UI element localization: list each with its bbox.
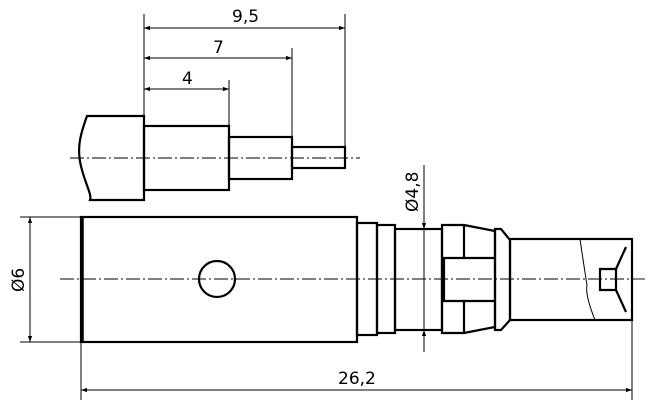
dim-label-diameter-6: Ø6 bbox=[9, 268, 29, 292]
connector: Ø4,8 Ø6 26,2 bbox=[9, 165, 645, 400]
stripped-cable: 9,5 7 4 bbox=[70, 7, 360, 202]
dim-label-diameter-4-8: Ø4,8 bbox=[403, 172, 423, 212]
dim-label-26-2: 26,2 bbox=[338, 369, 376, 389]
dim-label-7: 7 bbox=[213, 38, 224, 58]
flange bbox=[493, 227, 512, 332]
cable-conductor bbox=[290, 145, 347, 170]
dim-label-4: 4 bbox=[182, 69, 193, 89]
neck bbox=[393, 227, 444, 332]
connector-body bbox=[79, 215, 359, 344]
cable-dielectric bbox=[227, 135, 294, 181]
dim-label-9-5: 9,5 bbox=[232, 7, 259, 27]
cable-jacket bbox=[77, 114, 146, 202]
contact-pin bbox=[508, 237, 634, 322]
